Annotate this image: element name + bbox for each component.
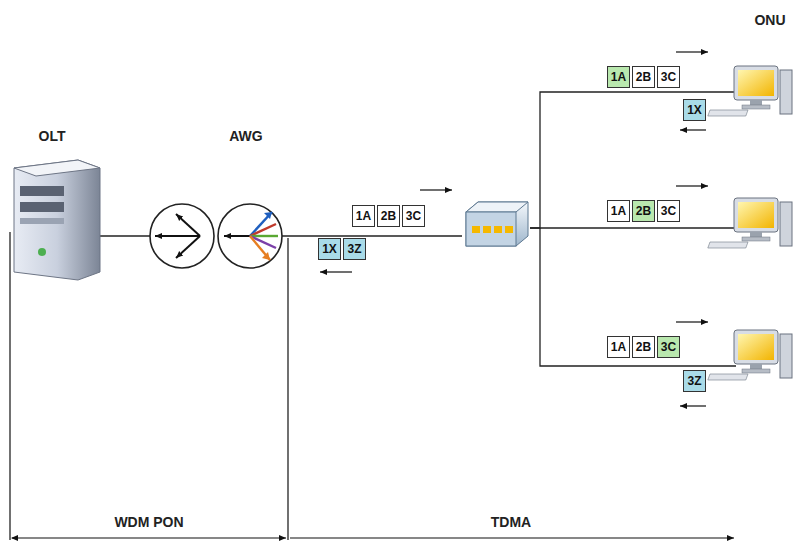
packet-label: 1X — [687, 103, 702, 117]
direction-arrow — [320, 52, 708, 406]
packet-box: 3Z — [343, 238, 366, 260]
packet-label: 3C — [661, 204, 676, 218]
splitter-device — [466, 202, 528, 246]
packet-label: 1A — [611, 70, 626, 84]
packet-label: 3Z — [687, 374, 701, 388]
component-label: WDM PON — [112, 514, 185, 530]
component-label: ONU — [752, 12, 787, 28]
packet-box: 1A — [352, 205, 375, 227]
packet-box: 3C — [657, 336, 680, 358]
packet-label: 3C — [661, 70, 676, 84]
extent-bracket — [10, 232, 734, 540]
packet-box: 3C — [402, 205, 425, 227]
packet-label: 2B — [636, 204, 651, 218]
packet-box: 1X — [318, 238, 341, 260]
packet-box: 3Z — [683, 370, 706, 392]
packet-label: 3Z — [347, 242, 361, 256]
component-label: OLT — [37, 128, 68, 144]
packet-label: 3C — [406, 209, 421, 223]
packet-label: 2B — [636, 70, 651, 84]
awg-symbol — [150, 204, 282, 268]
component-label: TDMA — [489, 514, 533, 530]
onu-computer — [708, 66, 792, 380]
packet-box: 1A — [607, 336, 630, 358]
packet-box: 2B — [632, 336, 655, 358]
packet-label: 1X — [322, 242, 337, 256]
packet-box: 2B — [632, 200, 655, 222]
component-label: AWG — [227, 128, 264, 144]
packet-box: 1X — [683, 99, 706, 121]
packet-box: 1A — [607, 66, 630, 88]
packet-label: 2B — [636, 340, 651, 354]
packet-box: 1A — [607, 200, 630, 222]
olt-server — [14, 160, 100, 280]
packet-label: 1A — [611, 340, 626, 354]
packet-box: 2B — [377, 205, 400, 227]
packet-box: 3C — [657, 200, 680, 222]
packet-box: 2B — [632, 66, 655, 88]
packet-label: 2B — [381, 209, 396, 223]
packet-label: 1A — [356, 209, 371, 223]
packet-label: 3C — [661, 340, 676, 354]
packet-box: 3C — [657, 66, 680, 88]
packet-label: 1A — [611, 204, 626, 218]
